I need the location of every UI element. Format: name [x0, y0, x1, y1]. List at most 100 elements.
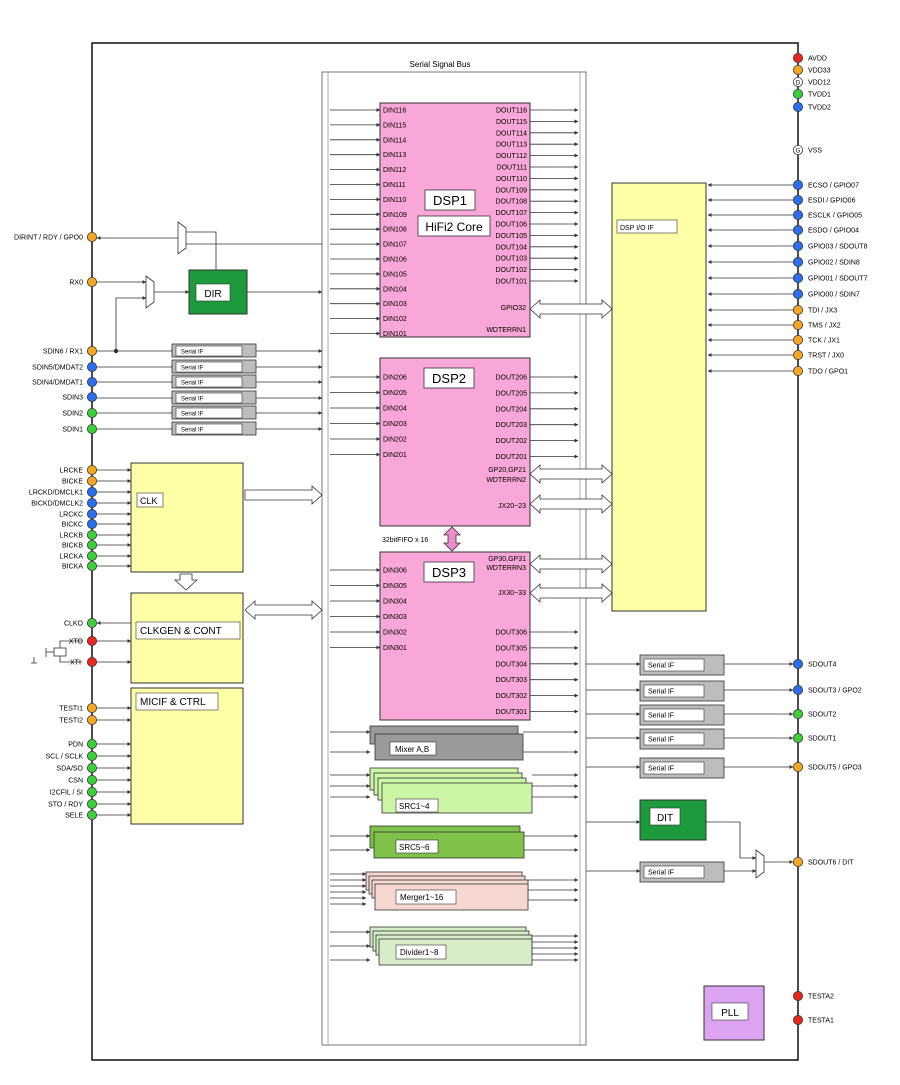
serial-if-box: [175, 407, 243, 419]
pin-dot: [87, 799, 98, 810]
left-pin: BICKC: [62, 519, 98, 530]
wire: [706, 821, 757, 860]
port-label: DIN205: [383, 390, 407, 397]
pin-dot: [87, 407, 98, 418]
dir-block: DIR: [188, 269, 248, 315]
right-pin: SDOUT3 / GPO2: [793, 685, 862, 696]
port-label: DOUT111: [497, 165, 528, 172]
pin-dot: [793, 365, 804, 376]
src1-4-block: SRC1~4: [369, 767, 533, 814]
dsp1-title: DSP1: [433, 193, 467, 208]
serial-if-label: Serial IF: [648, 870, 674, 877]
pin-label: VDD33: [808, 68, 831, 75]
left-pin: TESTI2: [59, 715, 98, 726]
dsp3-jx: JX30~33: [498, 590, 526, 597]
serial-if-box: [643, 684, 705, 698]
left-pin: SCL / SCLK: [46, 751, 98, 762]
port-label: DOUT107: [495, 210, 527, 217]
right-pin: TMS / JX2: [793, 319, 841, 330]
left-pin: BICKE: [62, 475, 98, 486]
pin-label: LRCKA: [60, 554, 84, 561]
pin-label: SDIN4/DMDAT1: [32, 380, 83, 387]
port-label: DIN103: [383, 301, 407, 308]
serial-if-box: [643, 658, 705, 672]
left-pin: LRCKB: [60, 530, 98, 541]
port-label: DIN302: [383, 630, 407, 637]
pin-label: TMS / JX2: [808, 323, 841, 330]
right-pin: ESDO / GPIO04: [793, 224, 859, 235]
left-pin: LRCKE: [60, 464, 98, 475]
dsp2-gp: GP20,GP21: [488, 467, 526, 474]
port-label: DIN102: [383, 316, 407, 323]
pin-dot: [793, 733, 804, 744]
serial-if-label: Serial IF: [648, 766, 674, 773]
pin-label: XTI: [70, 660, 81, 667]
port-label: DOUT109: [495, 187, 527, 194]
port-label: DIN106: [383, 257, 407, 264]
right-pin: TDI / JX3: [793, 304, 837, 315]
pin-label: I2CFIL / SI: [50, 790, 83, 797]
pin-label: SDIN6 / RX1: [43, 349, 83, 356]
pin-label: VDD12: [808, 80, 831, 87]
right-pin: TESTA2: [793, 991, 834, 1002]
merger-block: Merger1~16: [365, 871, 529, 911]
port-label: DIN101: [383, 331, 407, 338]
pin-dot: [87, 361, 98, 372]
serial-if-label: Serial IF: [648, 663, 674, 670]
divider-block: Divider1~8: [369, 926, 533, 966]
pin-label: TDO / GPO1: [808, 369, 848, 376]
fifo-connector: 32bitFIFO x 16: [382, 526, 461, 552]
dsp1-wdt: WDTERRN1: [486, 327, 526, 334]
pin-dot: [793, 659, 804, 670]
micif-label: MICIF & CTRL: [140, 697, 206, 708]
port-label: DIN114: [383, 137, 406, 144]
pin-label: XTO: [69, 639, 84, 646]
left-pin: XTO: [69, 636, 98, 647]
dsp2-block: DSP2 DIN206DIN205DIN204DIN203DIN202DIN20…: [379, 357, 531, 527]
port-label: DOUT116: [496, 108, 527, 115]
pin-dot: [87, 423, 98, 434]
port-label: DOUT304: [495, 661, 527, 668]
left-pin: STO / RDY: [48, 799, 98, 810]
pin-label: SELE: [65, 813, 83, 820]
pin-dot: [87, 810, 98, 821]
pin-dot: [793, 1015, 804, 1026]
port-label: DOUT108: [495, 199, 527, 206]
right-pin: SDOUT6 / DIT: [793, 857, 854, 868]
dsp-io-if-block: DSP I/O IF: [611, 182, 707, 612]
left-pin: RX0: [69, 276, 98, 287]
port-label: DIN206: [383, 375, 407, 382]
wires: [31, 108, 798, 962]
clkgen-block: CLKGEN & CONT: [130, 592, 244, 684]
pin-label: LRCKE: [60, 468, 84, 475]
serial-if-label: Serial IF: [181, 428, 204, 434]
micif-block: MICIF & CTRL: [130, 687, 244, 825]
dir-label: DIR: [204, 289, 221, 300]
serial-if-label: Serial IF: [648, 737, 674, 744]
left-pin: LRCKA: [60, 551, 98, 562]
pin-dot: [87, 618, 98, 629]
pin-dot: [793, 762, 804, 773]
pin-label: SCL / SCLK: [46, 754, 84, 761]
pin-dot: [87, 376, 98, 387]
serial-if-box: [643, 708, 705, 722]
port-label: DIN113: [383, 152, 406, 159]
serial-if-label: Serial IF: [648, 689, 674, 696]
pin-dot: [87, 715, 98, 726]
serial-if-box: [175, 345, 243, 357]
dsp2-outputs: DOUT206DOUT205DOUT204DOUT203DOUT202DOUT2…: [495, 375, 527, 462]
left-pin: LRCKD/DMCLK1: [29, 486, 98, 497]
port-label: DIN203: [383, 421, 407, 428]
pin-label: BICKA: [62, 564, 83, 571]
pin-dot: [793, 224, 804, 235]
dit-label: DIT: [657, 813, 673, 824]
port-label: DIN305: [383, 583, 407, 590]
rx-mux: [145, 275, 155, 309]
mixer-block: Mixer A,B: [369, 725, 524, 761]
right-pin: GPIO01 / SDOUT7: [793, 272, 868, 283]
